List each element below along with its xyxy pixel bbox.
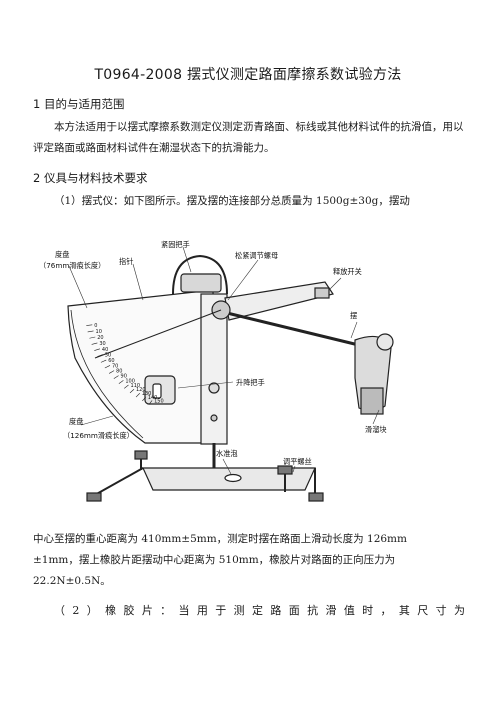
dial-tick-label: 90 (121, 374, 127, 380)
dial-tick-mark (97, 354, 103, 357)
label-slider: 滑溜块 (365, 425, 387, 434)
dial-tick-mark (94, 348, 100, 351)
section-2-paragraph-2-line-2: ±1mm，摆上橡胶片距摆动中心距离为 510mm，橡胶片对路面的正向压力为 (33, 554, 396, 566)
dial-tick-mark (87, 330, 94, 333)
section-2-paragraph-2-line-1: 中心至摆的重心距离为 410mm±5mm，测定时摆在路面上滑动长度为 126mm (33, 533, 407, 545)
dial-tick-mark (104, 365, 111, 369)
label-level-screw: 调平螺丝 (283, 457, 312, 466)
label-tighten-handle: 紧固把手 (161, 240, 190, 249)
dial-tick-label: 100 (125, 378, 135, 384)
dial-tick-label: 140 (148, 395, 158, 401)
dial-tick-mark (148, 400, 153, 405)
label-dial-126: 度盘 (69, 417, 83, 426)
dial-tick-label: 40 (102, 347, 108, 353)
dial-tick-label: 120 (136, 387, 146, 393)
dial-tick-label: 60 (108, 358, 114, 364)
label-dial-76-sub: （76mm滑痕长度） (39, 261, 105, 270)
section-2-paragraph-1: （1）摆式仪：如下图所示。摆及摆的连接部分总质量为 1500g±30g，摆动 (54, 195, 410, 207)
section-2-paragraph-2-line-3: 22.2N±0.5N。 (33, 575, 111, 587)
section-1-paragraph: 本方法适用于以摆式摩擦系数测定仪测定沥青路面、标线或其他材料试件的抗滑值，用以评… (33, 121, 464, 154)
label-adjust-nut: 松紧调节螺母 (235, 251, 278, 260)
dial-tick-label: 20 (97, 335, 103, 341)
dial-tick-label: 150 (154, 398, 164, 404)
section-2-paragraph-3: （2）橡胶片：当用于测定路面抗滑值时，其尺寸为 (54, 604, 465, 617)
section-2-heading: 2 仪具与材料技术要求 (33, 171, 148, 185)
dial-tick-label: 130 (142, 391, 152, 397)
dial-tick-label: 110 (131, 383, 141, 389)
dial-tick-label: 80 (116, 369, 122, 375)
label-pendulum: 摆 (350, 311, 357, 320)
dial-tick-label: 70 (112, 363, 118, 369)
label-pointer: 指针 (119, 257, 133, 266)
dial-tick-mark (100, 359, 107, 363)
dial-tick-label: 10 (96, 329, 102, 335)
label-dial-76: 度盘 (55, 250, 69, 259)
dial-tick-mark (118, 380, 124, 384)
dial-tick-mark (108, 370, 115, 374)
dial-tick-mark (86, 324, 93, 326)
dial-tick-mark (129, 388, 135, 394)
label-dial-126-sub: （126mm滑痕长度） (63, 431, 134, 440)
dial-tick-mark (124, 384, 129, 389)
dial-tick-label: 0 (94, 323, 97, 329)
label-level: 水准泡 (216, 449, 238, 458)
label-release-switch: 释放开关 (333, 267, 362, 276)
dial-tick-mark (91, 342, 98, 345)
dial-tick-mark (142, 396, 147, 402)
dial-tick-mark (135, 393, 140, 398)
dial-tick-mark (113, 375, 119, 379)
dial-tick-mark (89, 336, 96, 339)
label-lift-handle: 升降把手 (236, 378, 265, 387)
section-1-heading: 1 目的与适用范围 (33, 97, 125, 111)
document-title: T0964-2008 摆式仪测定路面摩擦系数试验方法 (94, 67, 402, 83)
dial-tick-label: 30 (99, 341, 105, 347)
dial-tick-label: 50 (105, 352, 111, 358)
